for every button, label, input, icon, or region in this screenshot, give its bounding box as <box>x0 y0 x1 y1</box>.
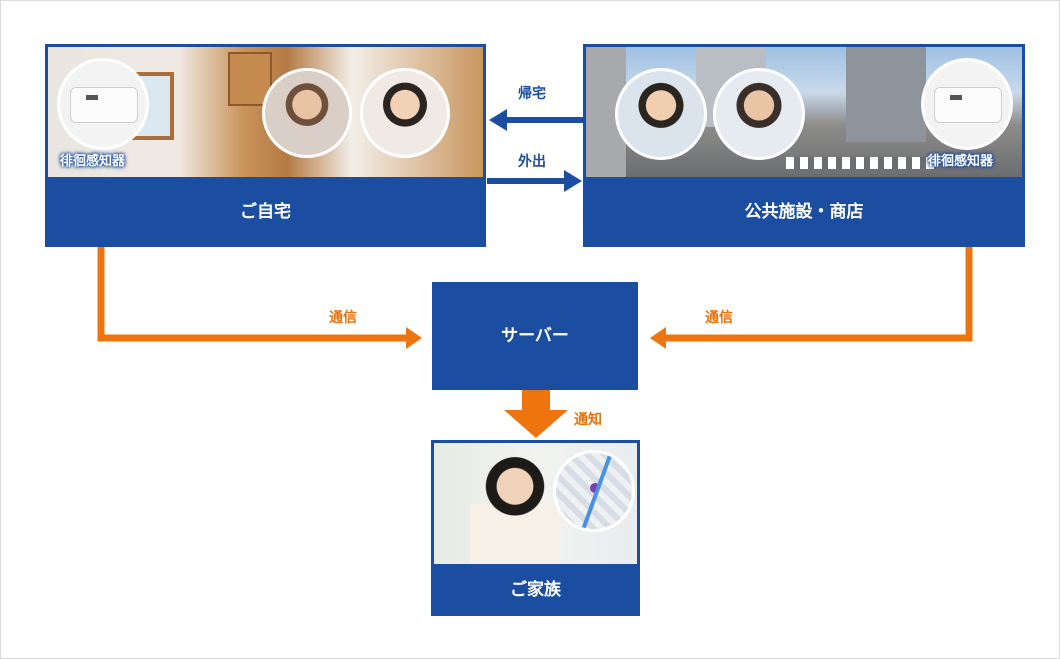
comm-left-label: 通信 <box>329 310 357 326</box>
sensor-panel <box>934 87 1002 123</box>
map-route <box>580 454 612 529</box>
home-device-label: 徘徊感知器 <box>60 154 126 169</box>
crosswalk <box>786 157 936 169</box>
public-sensor-device <box>921 58 1013 150</box>
server-box: サーバー <box>432 282 638 390</box>
public-label: 公共施設・商店 <box>744 202 864 222</box>
comm-right-label: 通信 <box>705 310 733 326</box>
home-box: 徘徊感知器 ご自宅 <box>45 44 486 247</box>
public-person-circle-2 <box>713 68 805 160</box>
go-out-label: 外出 <box>518 154 546 170</box>
server-label: サーバー <box>501 326 569 346</box>
home-person-circle-1 <box>262 68 352 158</box>
comm-left-arrow-head <box>406 327 422 349</box>
public-person-circle-1 <box>615 68 707 160</box>
map-circle <box>553 450 635 532</box>
notify-label: 通知 <box>574 412 602 428</box>
public-device-label: 徘徊感知器 <box>928 154 994 169</box>
sensor-display <box>950 95 962 100</box>
go-out-arrow-head <box>564 170 582 192</box>
return-home-arrow-head <box>489 109 507 131</box>
return-home-label: 帰宅 <box>518 86 546 102</box>
public-box: 徘徊感知器 公共施設・商店 <box>583 44 1025 247</box>
notify-arrow <box>504 390 568 438</box>
home-person-circle-2 <box>360 68 450 158</box>
comm-right-arrow-head <box>650 327 666 349</box>
sensor-display <box>86 95 98 100</box>
building-right <box>846 47 926 142</box>
family-person <box>470 453 560 564</box>
sensor-panel <box>70 87 138 123</box>
home-sensor-device <box>57 58 149 150</box>
family-label: ご家族 <box>510 580 561 600</box>
home-label: ご自宅 <box>240 202 291 222</box>
family-box: ご家族 <box>431 440 640 616</box>
